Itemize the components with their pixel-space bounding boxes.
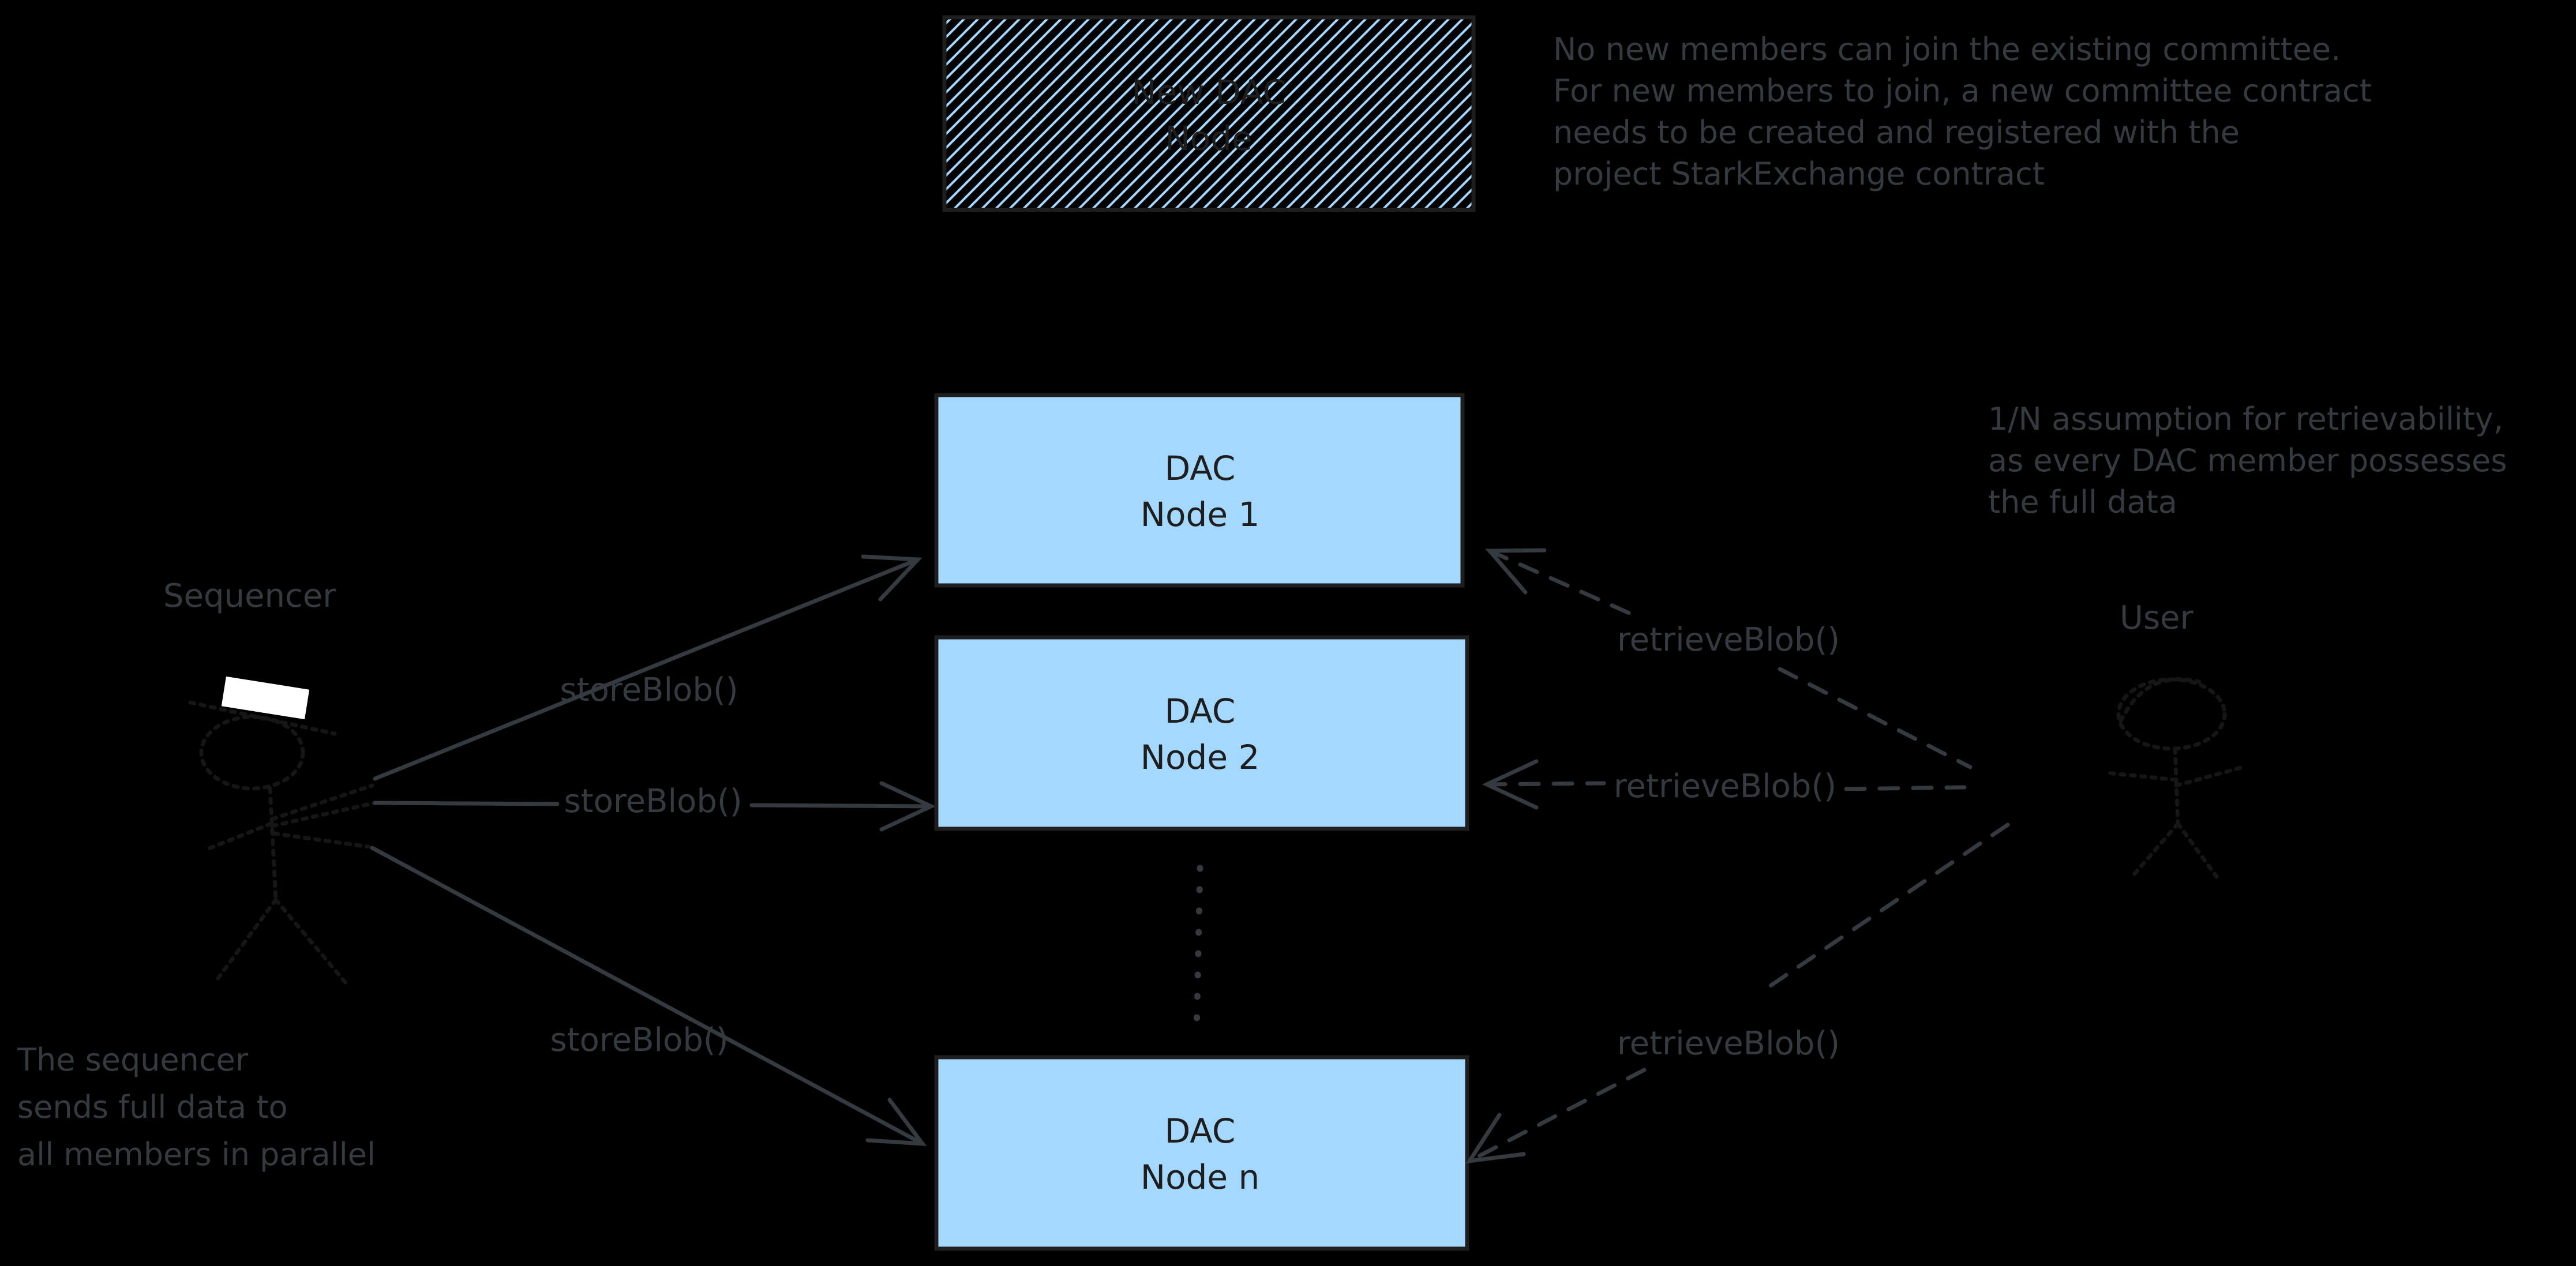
new-dac-node-label-line2: Node (1165, 119, 1252, 158)
dac-node-n-label-line2: Node n (1141, 1158, 1260, 1197)
retrieve-blob-label-1: retrieveBlob() (1617, 621, 1840, 659)
note-parallel: The sequencer sends full data to all mem… (17, 1042, 376, 1173)
note-committee: No new members can join the existing com… (1553, 31, 2372, 192)
user-head (2116, 677, 2227, 751)
sequencer-arm-left (205, 821, 273, 851)
retrieve-blob-label-2: retrieveBlob() (1614, 768, 1836, 805)
note-committee-line3: needs to be created and registered with … (1553, 114, 2240, 151)
dac-node-2-rect (934, 635, 1469, 831)
sequencer-body (268, 786, 278, 902)
sequencer-leg-left (214, 897, 278, 983)
retrieve-arrow-2-shaft-left (1484, 781, 1606, 787)
note-committee-line1: No new members can join the existing com… (1553, 31, 2341, 67)
retrieve-arrow-2-arrowhead (1482, 759, 1539, 810)
store-arrow-2-shaft-left (373, 801, 560, 806)
note-committee-line4: project StarkExchange contract (1553, 156, 2045, 192)
note-retrievability-line2: as every DAC member possesses (1988, 442, 2507, 479)
new-dac-node-box: New DAC Node (942, 15, 1476, 212)
note-committee-line2: For new members to join, a new committee… (1553, 73, 2372, 109)
dac-node-1-label-line2: Node 1 (1141, 495, 1260, 534)
new-dac-node-border (942, 15, 1476, 212)
store-arrow-3-shaft (370, 846, 925, 1146)
note-parallel-line3: all members in parallel (17, 1136, 376, 1173)
retrieve-arrows: retrieveBlob() retrieveBlob() retrieveBl… (1465, 548, 2010, 1164)
dac-node-2-label-line1: DAC (1165, 692, 1236, 731)
user-arm-right (2174, 765, 2245, 788)
retrieve-arrow-3-arrowhead (1465, 1113, 1526, 1164)
dac-node-n-rect (934, 1055, 1469, 1251)
store-arrow-1-arrowhead (861, 554, 923, 602)
sequencer-label: Sequencer (163, 577, 336, 615)
retrieve-arrow-2-shaft-right (1844, 785, 1967, 791)
sequencer-hat-brim (188, 700, 337, 736)
note-parallel-line1: The sequencer (17, 1042, 249, 1078)
store-blob-label-3: storeBlob() (550, 1021, 728, 1059)
user-arm-left (2105, 771, 2178, 782)
dac-node-1-label-line1: DAC (1165, 449, 1236, 488)
user-hair-curve (2118, 677, 2202, 723)
sequencer-arm-upper (270, 783, 374, 821)
retrieve-arrow-1-shaft-left (1487, 549, 1638, 618)
sequencer-head (199, 715, 305, 791)
new-dac-node-hatch-fill (944, 17, 1473, 210)
dac-node-n-label-line1: DAC (1165, 1111, 1236, 1151)
note-retrievability: 1/N assumption for retrievability, as ev… (1988, 401, 2507, 520)
retrieve-arrow-1-arrowhead (1485, 548, 1547, 595)
user-body (2173, 746, 2180, 826)
sequencer-arm-lower (272, 831, 370, 849)
store-arrow-2-shaft-right (749, 803, 933, 809)
store-arrow-1-shaft (373, 557, 920, 781)
dac-node-1-rect (934, 393, 1465, 588)
note-parallel-line2: sends full data to (17, 1089, 288, 1125)
new-dac-node-label-line1: New DAC (1131, 73, 1286, 112)
user-leg-right (2176, 821, 2219, 879)
store-blob-label-2: storeBlob() (564, 783, 742, 820)
store-arrows: storeBlob() storeBlob() storeBlob() (370, 554, 936, 1146)
retrieve-arrow-3-shaft-left (1467, 1068, 1647, 1163)
user-figure: User (2105, 599, 2245, 879)
dac-node-2-box: DAC Node 2 (934, 635, 1469, 831)
retrieve-blob-label-3: retrieveBlob() (1617, 1025, 1840, 1062)
nodes-ellipsis-dotted-line (1193, 865, 1203, 1036)
store-arrow-3-arrowhead (865, 1098, 927, 1146)
store-blob-label-1: storeBlob() (560, 671, 738, 709)
dac-node-n-box: DAC Node n (934, 1055, 1469, 1251)
retrieve-arrow-3-shaft-right (1763, 822, 2010, 991)
note-retrievability-line1: 1/N assumption for retrievability, (1988, 401, 2503, 437)
retrieve-arrow-1-shaft-right (1778, 667, 1973, 769)
dac-node-1-box: DAC Node 1 (934, 393, 1465, 588)
user-leg-left (2132, 821, 2180, 876)
sequencer-arm-mid (270, 801, 377, 828)
store-arrow-2-arrowhead (879, 781, 936, 832)
user-label: User (2120, 599, 2194, 637)
sequencer-figure: Sequencer (163, 577, 377, 986)
dac-node-2-label-line2: Node 2 (1141, 738, 1260, 777)
sequencer-hat-band (221, 676, 310, 720)
note-retrievability-line3: the full data (1988, 484, 2177, 520)
sequencer-leg-right (273, 897, 348, 986)
